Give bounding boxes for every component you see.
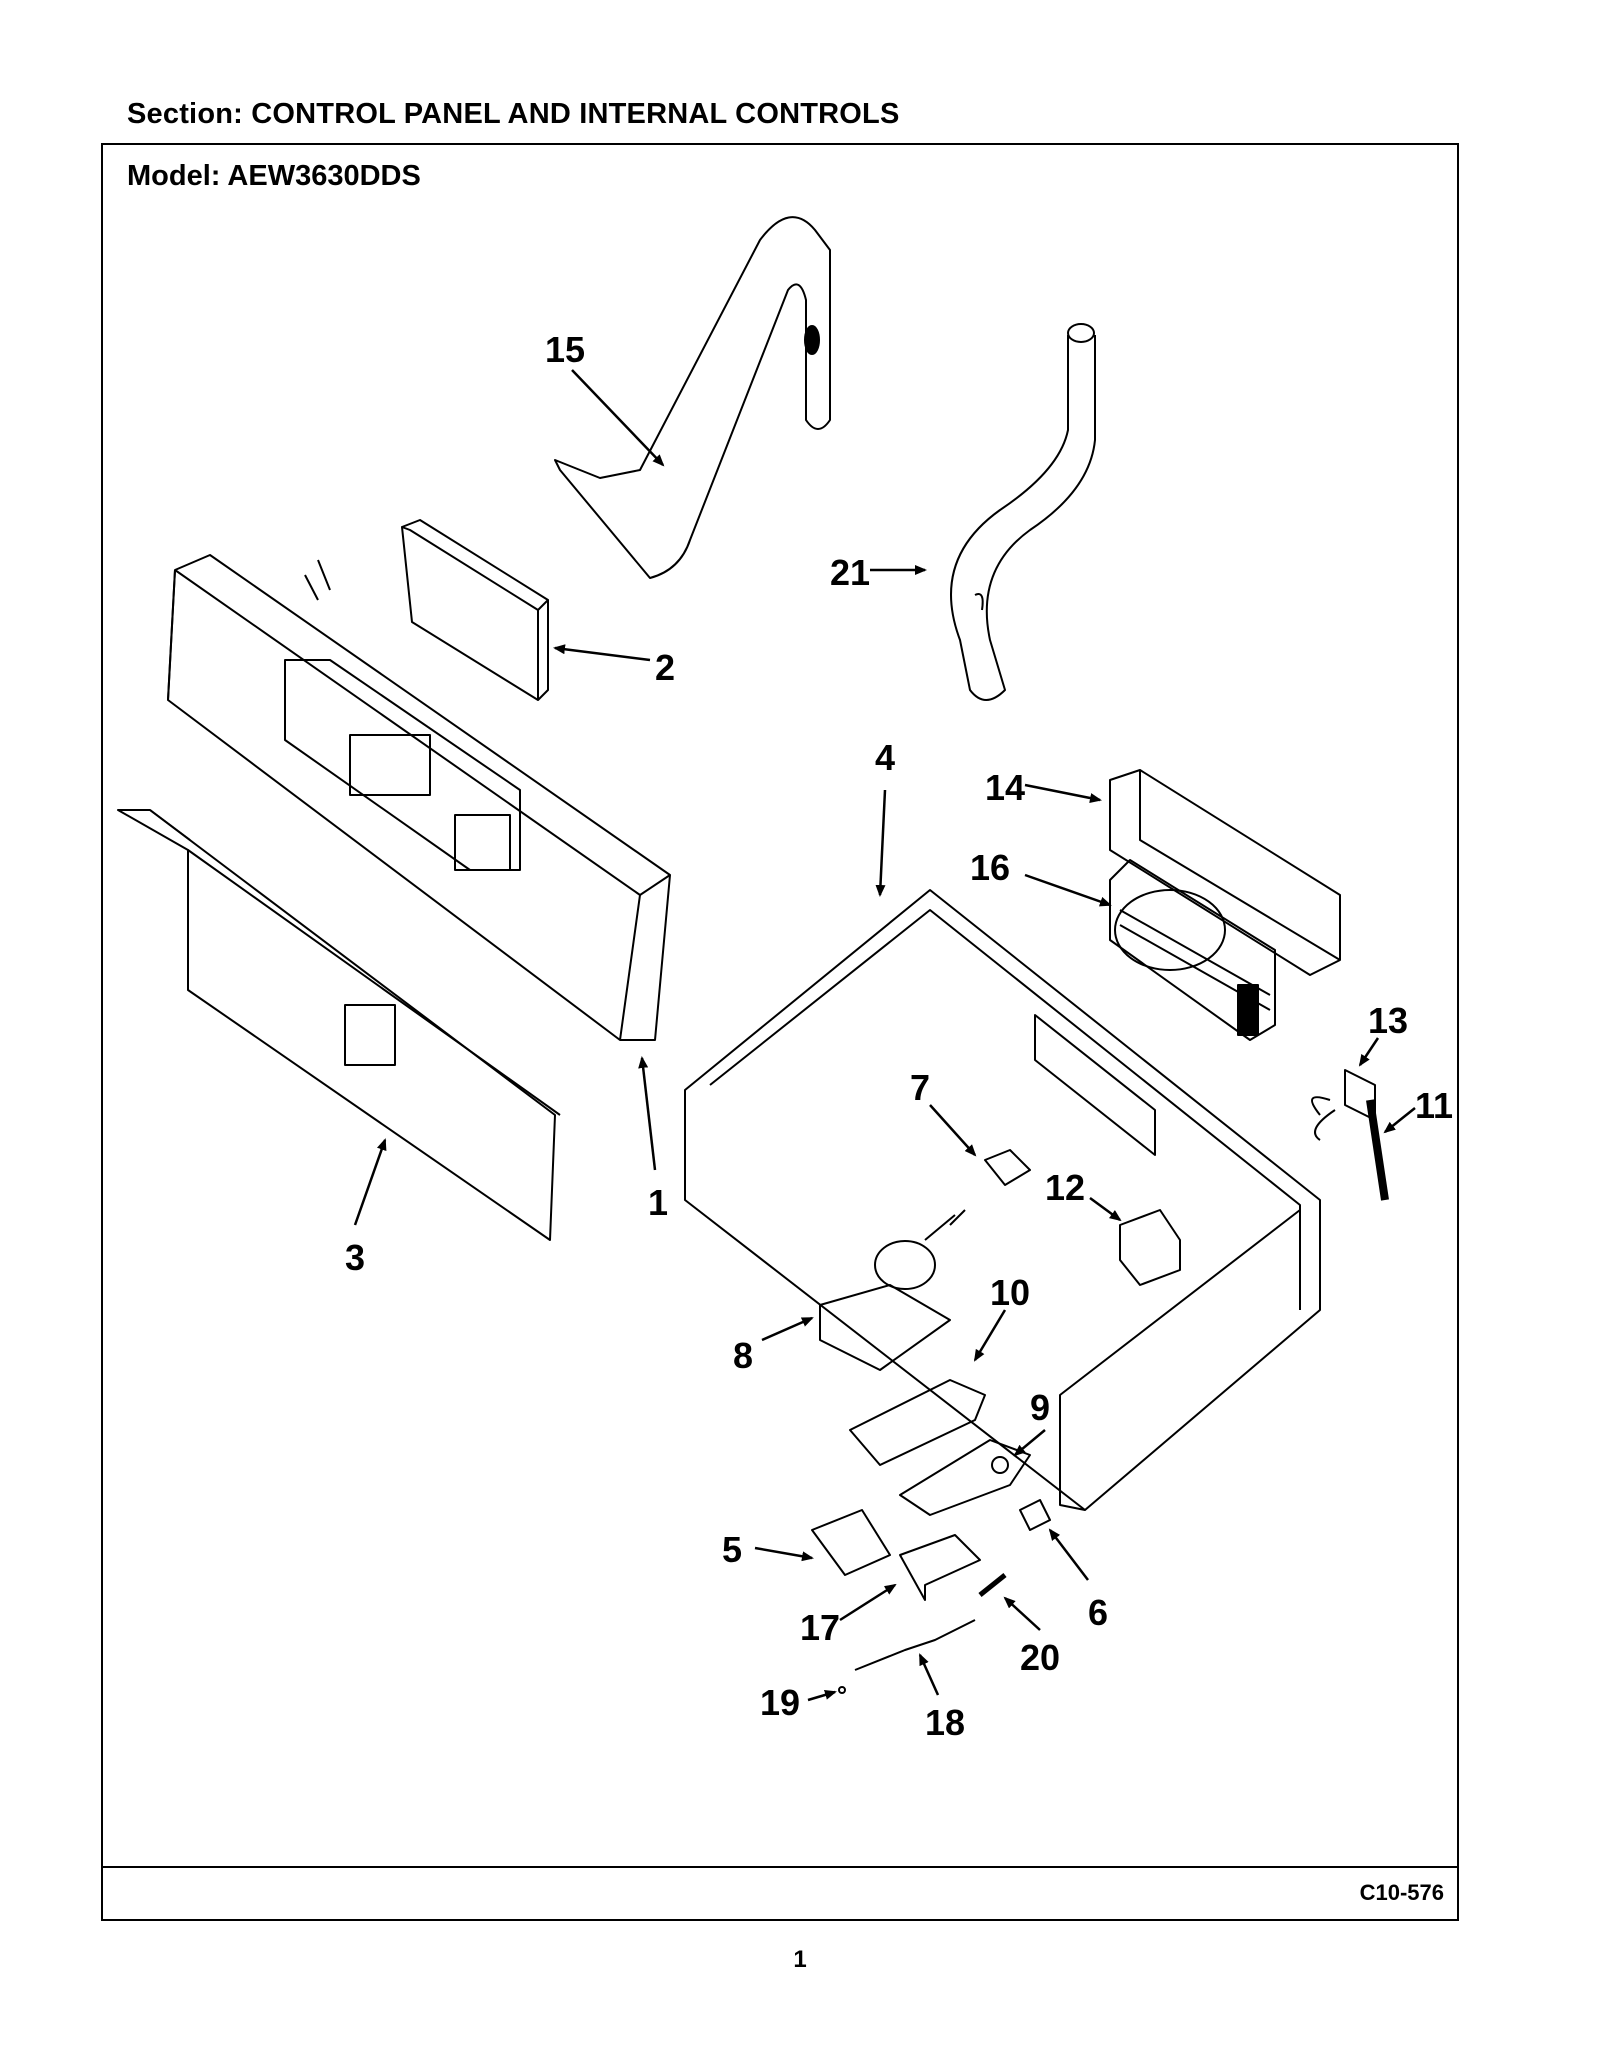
callout-9: 9 [1030, 1387, 1050, 1428]
page-number: 1 [793, 1946, 807, 1973]
callout-12: 12 [1045, 1167, 1085, 1208]
callout-21: 21 [830, 552, 870, 593]
part-9-bracket [899, 1439, 1031, 1516]
callout-7: 7 [910, 1067, 930, 1108]
diagram-code: C10-576 [1359, 1880, 1444, 1905]
callout-4: 4 [875, 737, 895, 778]
part-15-duct [554, 216, 831, 579]
part-21-hose [950, 323, 1096, 701]
callout-11: 11 [1415, 1085, 1453, 1126]
diagram-frame [101, 143, 1459, 1921]
callout-8: 8 [733, 1335, 753, 1376]
part-13-part-11-cord [1311, 1069, 1389, 1201]
part-18-rod [854, 1619, 976, 1671]
model-title: Model: AEW3630DDS [127, 160, 421, 192]
callout-2: 2 [655, 647, 675, 688]
section-title: Section: CONTROL PANEL AND INTERNAL CONT… [127, 98, 900, 130]
callout-1: 1 [648, 1182, 668, 1223]
part-5-plate [811, 1509, 891, 1576]
callout-14: 14 [985, 767, 1025, 808]
part-10-cover [849, 1379, 986, 1466]
part-12-terminal-block [1119, 1209, 1181, 1286]
part-19-clip [838, 1686, 846, 1694]
callout-19: 19 [760, 1682, 800, 1723]
part-1-control-panel [167, 554, 671, 1041]
part-20-spring [978, 1573, 1007, 1597]
part-14-bracket [1109, 769, 1341, 976]
part-6-switch [1019, 1499, 1051, 1531]
callout-20: 20 [1020, 1637, 1060, 1678]
part-8-motor-assembly [819, 1209, 966, 1371]
callout-18: 18 [925, 1702, 965, 1743]
callout-15: 15 [545, 329, 585, 370]
callout-5: 5 [722, 1529, 742, 1570]
callout-6: 6 [1088, 1592, 1108, 1633]
part-4-housing [684, 889, 1321, 1511]
part-2-control-board [401, 519, 549, 701]
part-7-switch [984, 1149, 1031, 1186]
callout-10: 10 [990, 1272, 1030, 1313]
part-3-trim-panel [117, 809, 561, 1241]
callout-3: 3 [345, 1237, 365, 1278]
part-17-bracket [899, 1534, 981, 1601]
part-16-blower [1109, 859, 1276, 1041]
callout-16: 16 [970, 847, 1010, 888]
footer-divider [101, 1866, 1459, 1868]
callout-17: 17 [800, 1607, 840, 1648]
callout-13: 13 [1368, 1000, 1408, 1041]
